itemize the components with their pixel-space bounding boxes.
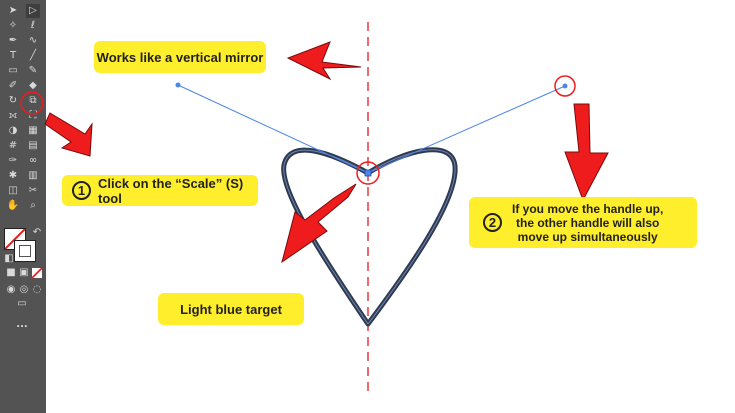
rotate-tool-icon[interactable]: ↻ xyxy=(8,95,18,106)
shaper-tool-icon[interactable]: ✐ xyxy=(8,80,18,91)
paintbrush-tool-icon[interactable]: ✎ xyxy=(28,65,38,76)
direct-selection-tool-icon[interactable]: ▷ xyxy=(26,4,40,18)
target-highlight-circle xyxy=(356,161,380,185)
arrow-to-scale-tool xyxy=(44,112,93,157)
tools-panel: ➤▷✧ℓ✒∿T╱▭✎✐◆↻⧉⟗⛶◑▦#▤✑∞✱▥◫✂✋⌕ ↶ ◧ ■ ▣ ◉ ◎… xyxy=(0,0,46,413)
free-transform-tool-icon[interactable]: ⛶ xyxy=(29,110,37,121)
eyedropper-tool-icon[interactable]: ✑ xyxy=(8,155,18,166)
gradient-tool-icon[interactable]: ▤ xyxy=(28,140,38,151)
change-screen-mode-icon[interactable]: ▭ xyxy=(17,298,27,309)
draw-inside-icon[interactable]: ◌ xyxy=(32,284,42,295)
type-tool-icon[interactable]: T xyxy=(9,50,17,61)
gradient-mode-icon[interactable]: ▣ xyxy=(19,267,29,278)
column-graph-tool-icon[interactable]: ▥ xyxy=(28,170,38,181)
stroke-color-swatch[interactable] xyxy=(14,240,36,262)
mirror-callout: Works like a vertical mirror xyxy=(94,41,266,73)
width-tool-icon[interactable]: ⟗ xyxy=(8,110,18,121)
draw-normal-icon[interactable]: ◉ xyxy=(6,284,16,295)
target-callout: Light blue target xyxy=(158,293,304,325)
none-mode-icon[interactable] xyxy=(30,266,44,280)
step2-text-line3: move up simultaneously xyxy=(517,229,658,244)
magic-wand-tool-icon[interactable]: ✧ xyxy=(8,20,18,31)
step1-text: Click on the “Scale” (S) tool xyxy=(98,175,244,206)
left-handle-point[interactable] xyxy=(175,82,181,88)
selection-tool-icon[interactable]: ➤ xyxy=(8,5,18,16)
arrow-to-mirror-label xyxy=(286,41,362,81)
step1-number-badge: 1 xyxy=(72,181,91,200)
default-fill-stroke-icon[interactable]: ◧ xyxy=(4,253,14,264)
pen-tool-icon[interactable]: ✒ xyxy=(8,35,18,46)
right-handle-highlight-circle xyxy=(554,75,576,97)
target-callout-text: Light blue target xyxy=(180,301,282,317)
right-direction-handle-line xyxy=(367,85,566,174)
step1-callout: 1 Click on the “Scale” (S) tool xyxy=(62,175,258,206)
blend-tool-icon[interactable]: ∞ xyxy=(28,155,38,166)
symbol-sprayer-tool-icon[interactable]: ✱ xyxy=(8,170,18,181)
arrow-to-target xyxy=(281,183,357,264)
right-handle-point[interactable] xyxy=(562,83,568,89)
step2-number-badge: 2 xyxy=(483,213,502,232)
edit-toolbar-icon[interactable]: ... xyxy=(16,319,28,330)
shape-builder-tool-icon[interactable]: ◑ xyxy=(8,125,18,136)
artboard-tool-icon[interactable]: ◫ xyxy=(8,185,18,196)
eraser-tool-icon[interactable]: ◆ xyxy=(29,80,37,91)
draw-behind-icon[interactable]: ◎ xyxy=(19,284,29,295)
lasso-tool-icon[interactable]: ℓ xyxy=(30,20,36,31)
step2-text: If you move the handle up, the other han… xyxy=(512,202,663,244)
hand-tool-icon[interactable]: ✋ xyxy=(6,200,20,211)
arrow-to-right-handle xyxy=(564,103,609,202)
zoom-tool-icon[interactable]: ⌕ xyxy=(30,200,36,211)
slice-tool-icon[interactable]: ✂ xyxy=(28,185,38,196)
swap-fill-stroke-icon[interactable]: ↶ xyxy=(32,227,42,238)
left-direction-handle-line xyxy=(177,84,369,174)
step2-text-line2: the other handle will also xyxy=(516,215,660,230)
rectangle-tool-icon[interactable]: ▭ xyxy=(8,65,18,76)
line-segment-tool-icon[interactable]: ╱ xyxy=(29,50,37,61)
anchor-point[interactable] xyxy=(364,169,372,177)
mirror-callout-text: Works like a vertical mirror xyxy=(96,49,264,65)
perspective-grid-tool-icon[interactable]: ▦ xyxy=(28,125,38,136)
step2-callout: 2 If you move the handle up, the other h… xyxy=(469,197,697,248)
mesh-tool-icon[interactable]: # xyxy=(8,140,18,151)
step2-text-line1: If you move the handle up, xyxy=(512,201,664,216)
color-mode-icon[interactable]: ■ xyxy=(6,267,16,278)
curvature-tool-icon[interactable]: ∿ xyxy=(28,35,38,46)
